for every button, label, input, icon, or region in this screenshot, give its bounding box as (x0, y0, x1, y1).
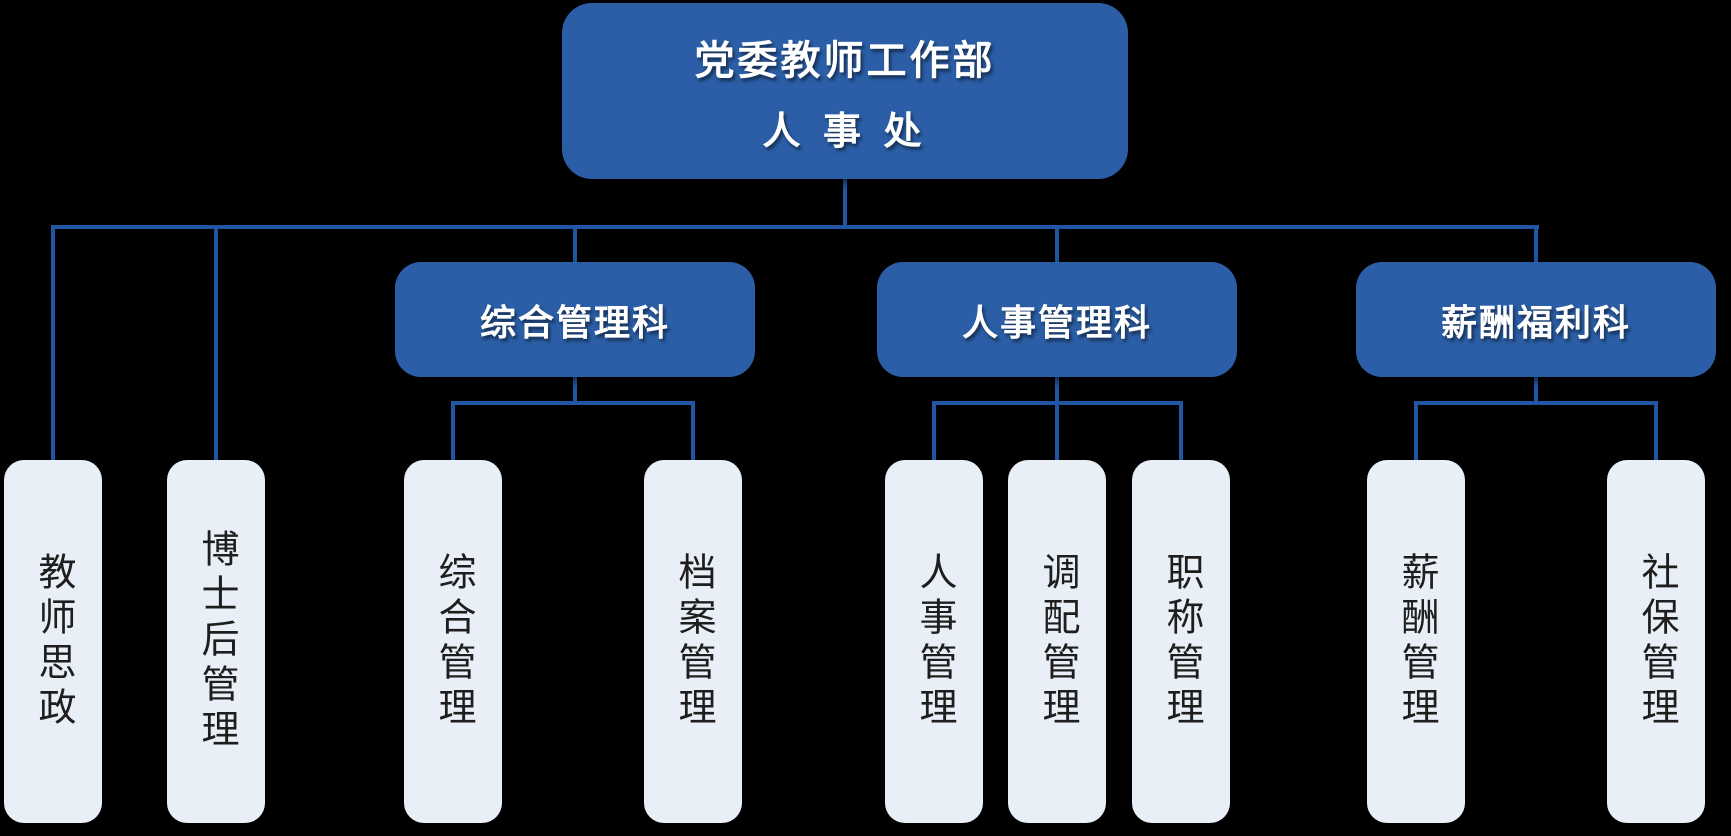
connector-branch1-stem (573, 375, 577, 405)
leaf-label: 人事管理 (913, 551, 955, 732)
leaf-box-4: 档案管理 (644, 460, 742, 823)
leaf-box-6: 调配管理 (1008, 460, 1106, 823)
connector-branch3-horizontal (1414, 401, 1658, 405)
connector-branch2-horizontal (932, 401, 1183, 405)
connector-branch1-horizontal (451, 401, 695, 405)
connector-branch3-drop-1 (1414, 401, 1418, 462)
connector-drop-branch-3 (1534, 225, 1538, 264)
leaf-box-2: 博士后管理 (167, 460, 265, 823)
branch-box-2: 人事管理科 (877, 262, 1237, 377)
connector-drop-leaf-2 (214, 225, 218, 462)
connector-branch1-drop-1 (451, 401, 455, 462)
branch-box-1: 综合管理科 (395, 262, 755, 377)
connector-main-horizontal (51, 225, 1539, 229)
connector-drop-leaf-1 (51, 225, 55, 462)
leaf-box-1: 教师思政 (4, 460, 102, 823)
branch-label: 人事管理科 (961, 301, 1152, 343)
leaf-label: 教师思政 (32, 551, 74, 732)
leaf-label: 综合管理 (432, 551, 474, 732)
leaf-label: 薪酬管理 (1395, 551, 1437, 732)
root-title-line2: 人 事 处 (762, 110, 928, 153)
connector-branch2-drop-3 (1179, 401, 1183, 462)
branch-label: 薪酬福利科 (1440, 301, 1631, 343)
leaf-label: 博士后管理 (195, 529, 237, 754)
connector-branch3-drop-2 (1654, 401, 1658, 462)
leaf-box-3: 综合管理 (404, 460, 502, 823)
leaf-label: 调配管理 (1036, 551, 1078, 732)
connector-root-drop (843, 177, 847, 227)
connector-branch1-drop-2 (691, 401, 695, 462)
connector-branch2-stem (1055, 375, 1059, 462)
leaf-label: 职称管理 (1160, 551, 1202, 732)
leaf-box-9: 社保管理 (1607, 460, 1705, 823)
connector-drop-branch-1 (573, 225, 577, 264)
branch-box-3: 薪酬福利科 (1356, 262, 1716, 377)
connector-branch3-stem (1534, 375, 1538, 405)
leaf-box-7: 职称管理 (1132, 460, 1230, 823)
branch-label: 综合管理科 (479, 301, 670, 343)
root-title-line1: 党委教师工作部 (694, 38, 996, 83)
leaf-label: 社保管理 (1635, 551, 1677, 732)
connector-branch2-drop-1 (932, 401, 936, 462)
root-box: 党委教师工作部 人 事 处 (562, 3, 1128, 179)
leaf-box-5: 人事管理 (885, 460, 983, 823)
connector-drop-branch-2 (1055, 225, 1059, 264)
leaf-box-8: 薪酬管理 (1367, 460, 1465, 823)
leaf-label: 档案管理 (672, 551, 714, 732)
